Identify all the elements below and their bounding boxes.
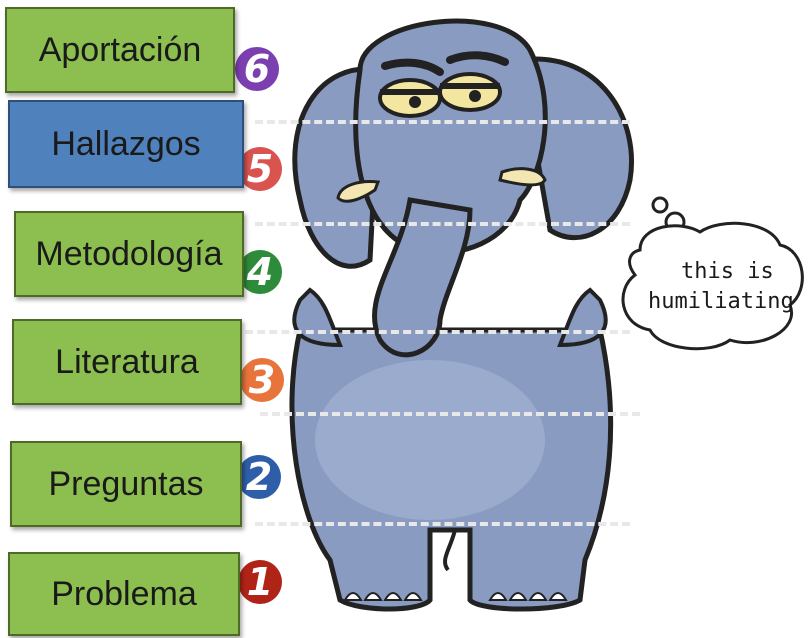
thought-line-2: humiliating: [648, 289, 794, 314]
dashed-line-3: [260, 412, 640, 416]
label-aportacion: Aportación: [5, 7, 235, 93]
number-badge-2: 2: [237, 455, 281, 499]
dashed-line-2: [255, 522, 630, 526]
label-hallazgos-text: Hallazgos: [51, 125, 200, 164]
label-literatura: Literatura: [12, 319, 242, 405]
dashed-line-6: [255, 120, 630, 124]
label-aportacion-text: Aportación: [39, 31, 202, 70]
label-problema-text: Problema: [51, 575, 197, 614]
label-hallazgos: Hallazgos: [8, 100, 244, 188]
label-problema: Problema: [8, 552, 240, 636]
label-metodologia: Metodología: [14, 211, 244, 297]
dashed-line-5: [255, 222, 630, 226]
label-preguntas: Preguntas: [10, 441, 242, 527]
number-badge-6: 6: [235, 47, 279, 91]
number-badge-4: 4: [238, 250, 282, 294]
number-badge-1: 1: [238, 560, 282, 604]
thought-line-1: this is: [681, 259, 774, 284]
dashed-line-4: [245, 330, 630, 334]
number-5: 5: [247, 147, 273, 191]
elephant-icon: [292, 21, 632, 609]
number-2: 2: [246, 455, 272, 499]
thought-bubble: this is humiliating: [623, 198, 802, 349]
number-3: 3: [249, 358, 275, 402]
label-literatura-text: Literatura: [55, 343, 199, 382]
number-6: 6: [244, 47, 270, 91]
label-metodologia-text: Metodología: [35, 235, 222, 274]
label-preguntas-text: Preguntas: [49, 465, 204, 504]
number-4: 4: [247, 250, 273, 294]
number-badge-3: 3: [240, 358, 284, 402]
number-1: 1: [247, 560, 273, 604]
number-badge-5: 5: [238, 147, 282, 191]
